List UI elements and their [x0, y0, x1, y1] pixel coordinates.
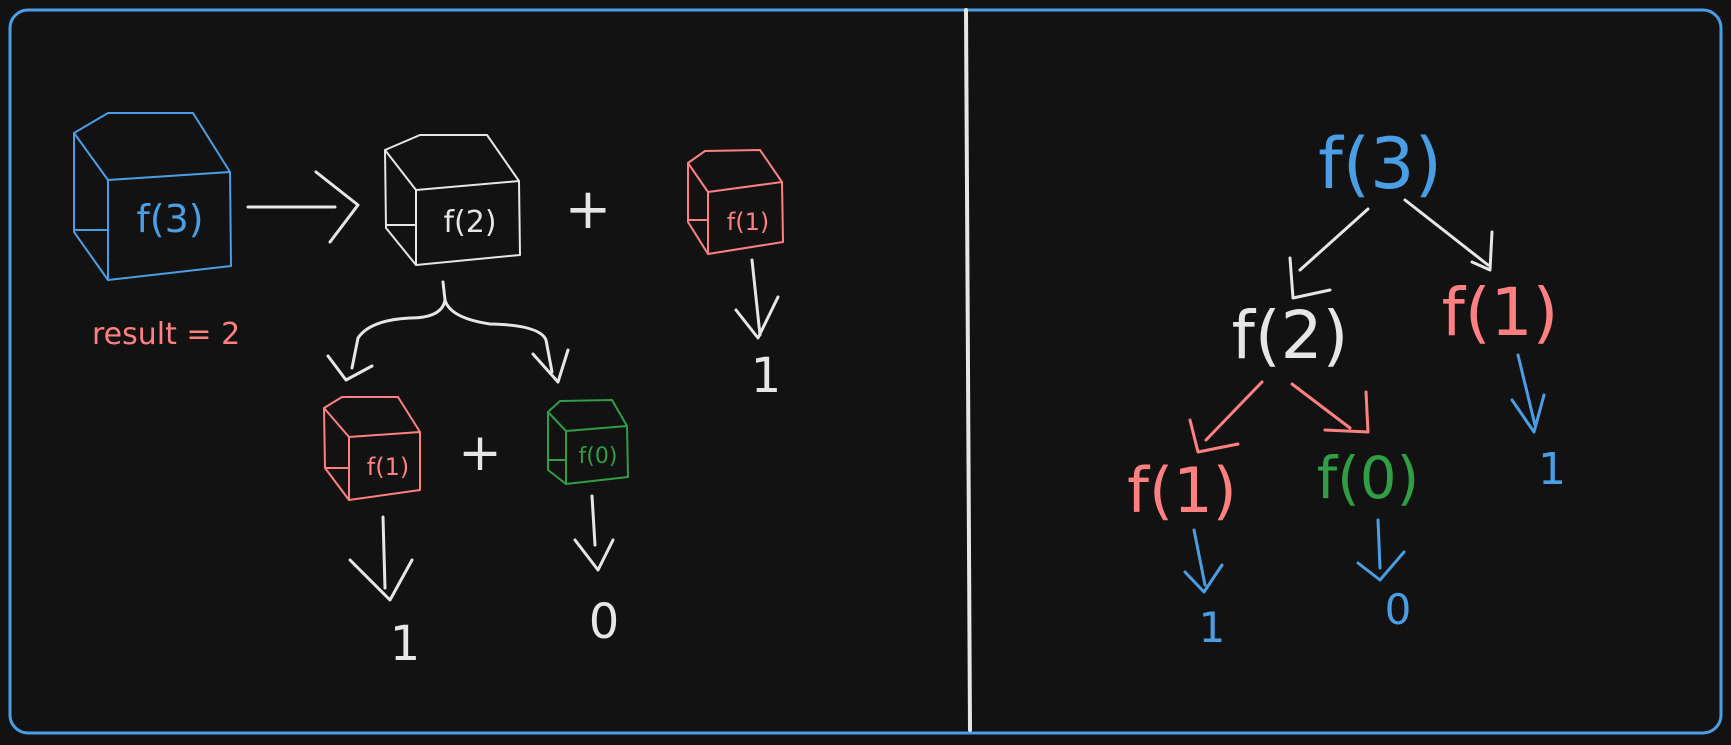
cube-f1-bottom-label: f(1): [367, 453, 409, 481]
value-f0: 0: [589, 594, 620, 650]
arrow-f1-top-to-value: [734, 258, 780, 340]
tree-node-f1-right: f(1): [1442, 274, 1559, 351]
branch-arrows-f2: [326, 280, 570, 384]
left-panel: f(3) f(2) + f(1) 1 result = 2 f(1) +: [73, 112, 784, 672]
right-panel: f(3) f(2) f(1) 1 f(1) f(0) 1 0: [1127, 123, 1566, 652]
arrow-f3-to-f2: [246, 170, 360, 244]
cube-f0: f(0): [547, 399, 629, 485]
tree-node-f0: f(0): [1317, 444, 1420, 512]
tree-edge-f1-left: [1183, 528, 1224, 594]
cube-f3: f(3): [73, 112, 232, 281]
tree-edges-f3: [1288, 198, 1494, 300]
tree-edge-f0: [1356, 518, 1406, 582]
tree-node-f3: f(3): [1318, 123, 1442, 205]
tree-leaf-f1-left: 1: [1199, 603, 1226, 652]
cube-f1-top-label: f(1): [727, 208, 769, 236]
value-f1-top: 1: [751, 348, 782, 404]
tree-node-f1-left: f(1): [1127, 454, 1237, 527]
arrow-f0-to-value: [573, 494, 615, 572]
cube-f2: f(2): [384, 134, 521, 266]
cube-f1-top: f(1): [687, 149, 784, 255]
tree-leaf-f0: 0: [1385, 585, 1412, 634]
cube-f1-bottom: f(1): [323, 396, 421, 501]
value-f1-bottom: 1: [390, 616, 421, 672]
cube-f2-label: f(2): [443, 205, 496, 240]
outer-frame: [8, 8, 1723, 735]
cube-f3-label: f(3): [136, 197, 203, 241]
arrow-f1-bottom-to-value: [348, 515, 414, 602]
plus-top: +: [565, 177, 612, 242]
cube-f0-label: f(0): [579, 444, 618, 469]
result-label: result = 2: [92, 317, 240, 352]
plus-bottom: +: [458, 423, 502, 483]
tree-edges-f2: [1188, 380, 1370, 454]
tree-leaf-f1-right: 1: [1538, 444, 1566, 495]
panel-divider: [964, 8, 972, 732]
tree-edge-f1-right: [1510, 353, 1546, 434]
tree-node-f2: f(2): [1232, 297, 1349, 374]
